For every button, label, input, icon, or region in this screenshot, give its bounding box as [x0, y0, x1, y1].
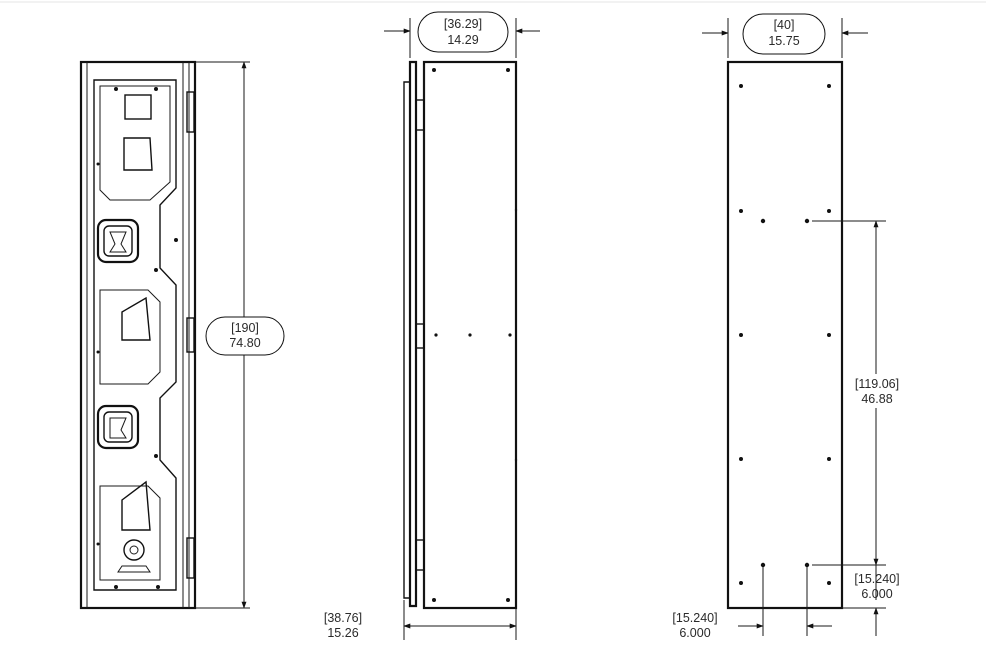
dimension-depth-side: [36.29] 14.29	[384, 11, 540, 58]
hole-horizontal-bracket-text: [15.240]	[672, 611, 717, 625]
hinge-middle	[186, 317, 195, 353]
bottom-offset-value-text: 6.000	[861, 587, 892, 601]
latch-upper	[96, 218, 140, 264]
front-view	[79, 60, 197, 610]
door-panel-outline	[93, 79, 177, 591]
dimension-hole-vertical-spacing: [119.06] 46.88	[812, 220, 908, 566]
hinge-top	[186, 91, 195, 133]
dimension-hole-bottom-offset: [15.240] 6.000	[842, 565, 900, 636]
back-panel	[726, 60, 844, 610]
height-value-text: 74.80	[229, 336, 260, 350]
back-view	[726, 60, 844, 610]
depth-side-overall-bracket-text: [38.76]	[324, 611, 362, 625]
height-bracket-text: [190]	[231, 321, 259, 335]
depth-side-value-text: 14.29	[447, 33, 478, 47]
bottom-offset-bracket-text: [15.240]	[854, 572, 899, 586]
side-view	[403, 60, 518, 610]
hole-spacing-bracket-text: [119.06]	[855, 377, 899, 391]
mounting-holes	[739, 84, 831, 585]
dimension-width-back: [40] 15.75	[702, 13, 868, 58]
depth-side-overall-value-text: 15.26	[327, 626, 358, 640]
hole-horizontal-value-text: 6.000	[679, 626, 710, 640]
dimension-height: [190] 74.80	[196, 61, 285, 609]
hole-spacing-value-text: 46.88	[861, 392, 892, 406]
dimension-hole-horizontal-spacing: [15.240] 6.000	[672, 567, 832, 640]
cutout-square	[124, 94, 152, 120]
depth-side-bracket-text: [36.29]	[444, 17, 482, 31]
hinge-bottom	[186, 537, 195, 579]
dimension-depth-side-overall: [38.76] 15.26	[324, 600, 517, 640]
front-outer-frame	[79, 60, 197, 610]
width-back-bracket-text: [40]	[774, 18, 795, 32]
latch-lower	[96, 404, 140, 450]
lock-icon	[117, 539, 151, 573]
width-back-value-text: 15.75	[768, 34, 799, 48]
